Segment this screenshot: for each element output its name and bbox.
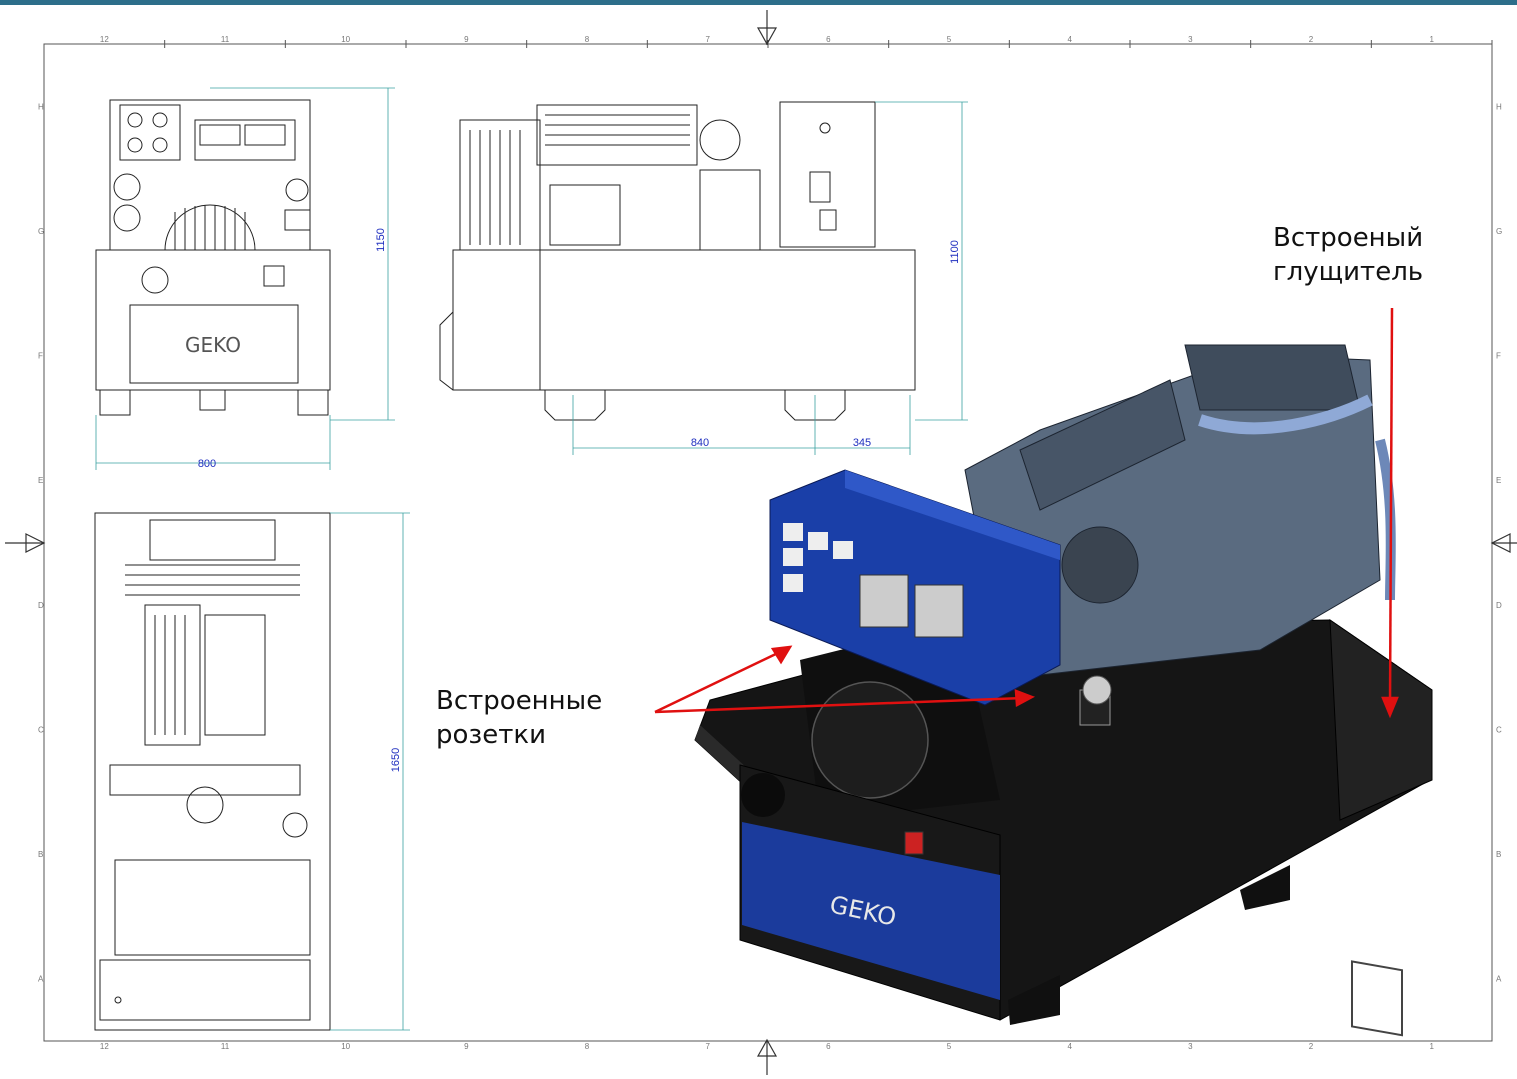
zone-column-bottom: 12 bbox=[100, 1042, 109, 1051]
dim-front-height: 1150 bbox=[375, 228, 387, 252]
dim-top-length: 1650 bbox=[390, 748, 402, 772]
zone-column-top: 10 bbox=[341, 35, 350, 44]
zone-column-top: 2 bbox=[1309, 35, 1314, 44]
centering-arrow-top bbox=[756, 10, 778, 46]
zone-column-top: 3 bbox=[1188, 35, 1193, 44]
zone-row-right: H bbox=[1496, 102, 1502, 111]
callout-sockets: Встроенные розетки bbox=[436, 684, 602, 752]
side-dimension-lines bbox=[572, 101, 968, 455]
zone-column-bottom: 8 bbox=[585, 1042, 590, 1051]
zone-column-bottom: 9 bbox=[464, 1042, 469, 1051]
callout-muffler-line-2: глущитель bbox=[1273, 257, 1424, 287]
zone-row-left: E bbox=[38, 476, 43, 485]
zone-column-top: 12 bbox=[100, 35, 109, 44]
zone-column-top: 9 bbox=[464, 35, 469, 44]
zone-column-bottom: 11 bbox=[221, 1042, 230, 1051]
zone-column-bottom: 1 bbox=[1429, 1042, 1434, 1051]
zone-row-left: C bbox=[38, 725, 44, 734]
zone-column-bottom: 7 bbox=[705, 1042, 710, 1051]
zone-row-right: E bbox=[1496, 476, 1501, 485]
zone-column-bottom: 4 bbox=[1067, 1042, 1072, 1051]
top-dimension-lines bbox=[330, 512, 410, 1031]
callout-sockets-line-1: Встроенные bbox=[436, 686, 603, 716]
zone-column-bottom: 6 bbox=[826, 1042, 831, 1051]
zone-row-left: F bbox=[38, 352, 43, 361]
centering-arrow-left bbox=[5, 533, 46, 553]
callout-sockets-line-2: розетки bbox=[436, 720, 546, 750]
zone-row-left: D bbox=[38, 601, 44, 610]
zone-row-right: B bbox=[1496, 850, 1501, 859]
dim-side-overhang: 345 bbox=[853, 437, 871, 449]
callout-muffler-line-1: Встроеный bbox=[1273, 223, 1424, 253]
zone-row-left: A bbox=[38, 975, 44, 984]
zone-row-right: G bbox=[1496, 227, 1502, 236]
zone-column-top: 1 bbox=[1429, 35, 1434, 44]
header-bar bbox=[0, 0, 1517, 5]
dim-front-width: 800 bbox=[198, 458, 216, 470]
zone-row-left: G bbox=[38, 227, 44, 236]
centering-arrow-right bbox=[1490, 533, 1517, 553]
zone-column-bottom: 2 bbox=[1309, 1042, 1314, 1051]
zone-row-right: C bbox=[1496, 725, 1502, 734]
zone-row-left: H bbox=[38, 102, 44, 111]
dim-side-length: 840 bbox=[691, 437, 709, 449]
zone-row-right: A bbox=[1496, 975, 1502, 984]
zone-column-top: 8 bbox=[585, 35, 590, 44]
callout-muffler: Встроеный глущитель bbox=[1273, 221, 1423, 289]
zone-row-right: D bbox=[1496, 601, 1502, 610]
zone-column-bottom: 5 bbox=[947, 1042, 952, 1051]
top-view bbox=[94, 512, 331, 1031]
zone-column-bottom: 3 bbox=[1188, 1042, 1193, 1051]
zone-column-top: 6 bbox=[826, 35, 831, 44]
callout-arrows bbox=[654, 307, 1399, 719]
zone-column-top: 11 bbox=[221, 35, 230, 44]
front-view-brand: GEKO bbox=[185, 333, 241, 357]
side-view bbox=[439, 101, 916, 421]
generator-3d-render bbox=[694, 344, 1433, 1037]
centering-arrow-bottom bbox=[756, 1038, 778, 1075]
zone-row-right: F bbox=[1496, 352, 1501, 361]
front-dimension-lines bbox=[95, 87, 395, 470]
zone-column-top: 7 bbox=[705, 35, 710, 44]
zone-column-top: 4 bbox=[1067, 35, 1072, 44]
zone-row-left: B bbox=[38, 850, 43, 859]
front-view bbox=[95, 99, 331, 416]
zone-column-top: 5 bbox=[947, 35, 952, 44]
dim-side-height: 1100 bbox=[949, 240, 961, 264]
zone-column-bottom: 10 bbox=[341, 1042, 350, 1051]
